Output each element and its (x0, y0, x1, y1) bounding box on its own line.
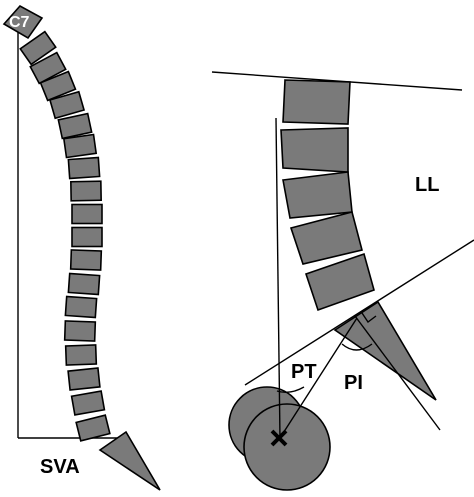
lumbar-vertebra-l2 (280, 127, 349, 173)
x-mark-icon (270, 429, 288, 447)
lumbopelvic-panel: LL PT PI (211, 71, 474, 491)
vertebra (19, 30, 57, 66)
vertebra (70, 180, 102, 202)
hip-to-sacrum-line (279, 317, 358, 439)
pi-label: PI (344, 372, 363, 394)
vertebra (57, 112, 93, 140)
pi-angle-arc (341, 343, 373, 351)
vertebra (67, 156, 101, 180)
vertebra (71, 203, 103, 225)
lumbar-vertebra-l1 (282, 79, 351, 125)
right-angle-marker (361, 312, 377, 324)
sacrum-triangle (98, 430, 161, 491)
c7-vertebra (2, 4, 44, 40)
femoral-head-right (243, 403, 331, 491)
lumbar-vertebra-l5 (304, 252, 375, 312)
vertebra (67, 272, 101, 296)
spine-vertebrae (19, 30, 111, 442)
vertebra (64, 344, 98, 366)
sva-label: SVA (40, 456, 80, 478)
ll-lower-tangent (244, 239, 474, 386)
vertebra (70, 390, 106, 416)
lumbar-vertebra-l3 (282, 171, 353, 219)
ll-label: LL (415, 174, 439, 196)
vertebra (75, 414, 111, 442)
sacral-perpendicular-line (354, 315, 441, 431)
pt-label: PT (291, 361, 317, 383)
whole-spine-panel: C7 SVA (2, 4, 161, 491)
vertebra (63, 320, 97, 342)
vertebra (64, 295, 98, 319)
vertebra (62, 133, 98, 159)
sacrum (333, 300, 437, 401)
pt-angle-arc (276, 386, 305, 394)
vertebra (29, 51, 67, 85)
hip-vertical-line (275, 117, 281, 441)
vertebra (69, 249, 103, 271)
lumbar-vertebra-l4 (289, 211, 363, 265)
vertebra (67, 367, 101, 391)
vertebra (71, 226, 103, 248)
c7-label: C7 (9, 14, 30, 31)
vertebra (48, 90, 86, 120)
vertebra (39, 70, 77, 102)
